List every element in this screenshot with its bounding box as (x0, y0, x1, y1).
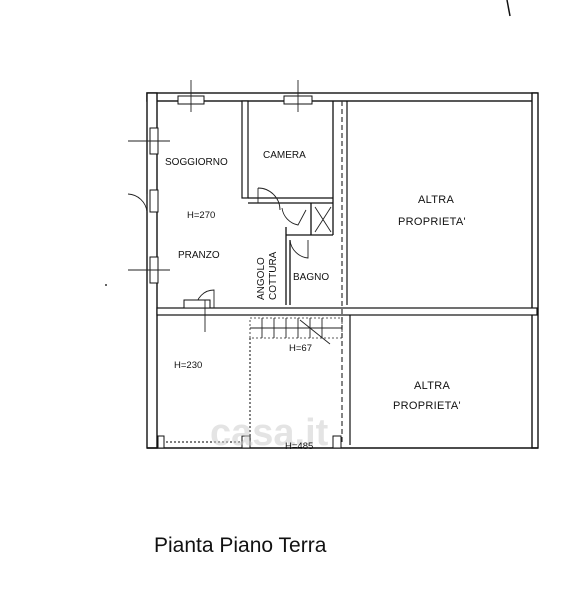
watermark-logo: casa.it (210, 412, 329, 454)
other-property-top-line2: PROPRIETA' (398, 216, 466, 228)
angolo-line1: ANGOLO (256, 257, 267, 300)
windows (128, 80, 313, 332)
interior-walls (241, 100, 334, 305)
height-garage: H=230 (174, 360, 202, 371)
corner-mark (506, 0, 511, 17)
other-property-bottom-line2: PROPRIETA' (393, 400, 461, 412)
lower-walls (157, 338, 342, 449)
other-property-bottom-line1: ALTRA (414, 380, 451, 392)
door-swings (127, 187, 309, 309)
angolo-line2: COTTURA (268, 251, 279, 300)
stairs (249, 317, 343, 345)
room-bagno: BAGNO (293, 272, 329, 283)
room-pranzo: PRANZO (178, 250, 220, 261)
height-porch: H=485 (285, 441, 313, 452)
height-living: H=270 (187, 210, 215, 221)
room-soggiorno: SOGGIORNO (165, 157, 228, 168)
stray-dot (105, 284, 107, 286)
room-angolo-cottura: ANGOLO COTTURA (256, 251, 279, 300)
other-property-top-line1: ALTRA (418, 194, 455, 206)
plan-caption: Pianta Piano Terra (154, 534, 327, 557)
height-stair: H=67 (289, 343, 312, 354)
room-camera: CAMERA (263, 150, 306, 161)
